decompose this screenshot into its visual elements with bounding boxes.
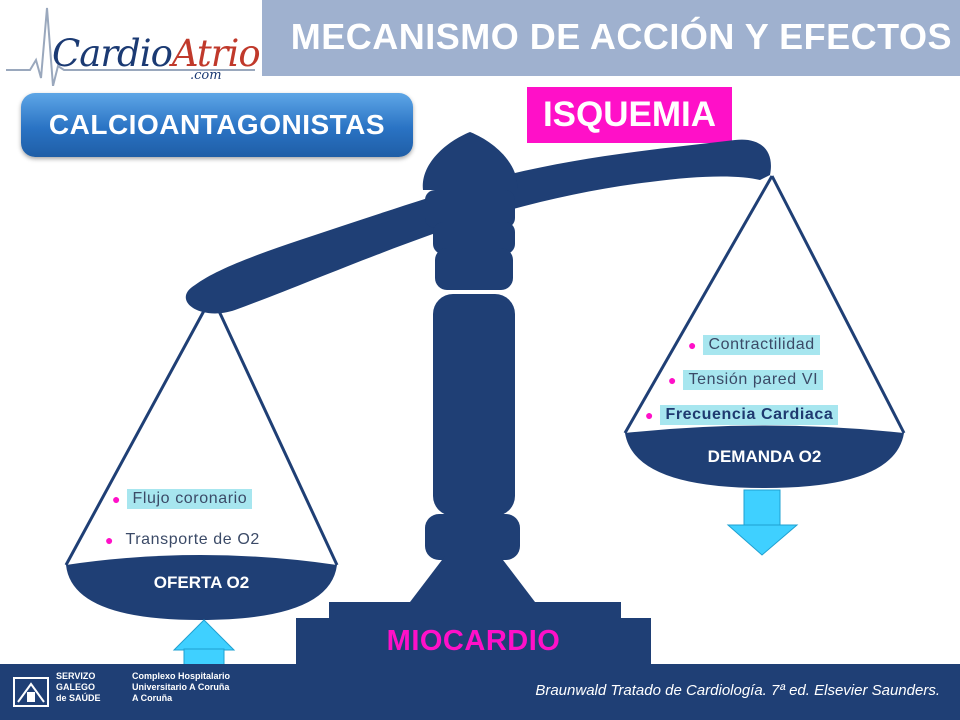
logo: CardioAtrio .com [0, 0, 262, 87]
heartbeat-logo-icon [6, 7, 255, 87]
scale-top-knob [422, 132, 518, 190]
scale-base-top [329, 602, 621, 620]
base-label: MIOCARDIO [386, 624, 561, 657]
bullet-icon: ● [645, 407, 654, 423]
list-item: ● Flujo coronario [112, 489, 253, 509]
bullet-icon: ● [688, 337, 697, 353]
right-pan-label: DEMANDA O2 [707, 447, 822, 466]
logo-domain: .com [190, 68, 222, 83]
hospital-name: Complexo Hospitalario Universitario A Co… [132, 671, 231, 703]
column-collar [425, 190, 515, 228]
column-collar [435, 248, 513, 290]
column-foot [410, 556, 535, 602]
condition-badge: ISQUEMIA [527, 87, 732, 143]
increase-arrow-icon [172, 619, 236, 666]
sergas-emblem-icon [13, 677, 49, 707]
sergas-name: SERVIZO GALEGO de SAÚDE [56, 671, 101, 703]
decrease-arrow-icon [726, 489, 799, 556]
bullet-icon: ● [668, 372, 677, 388]
list-item: ● Frecuencia Cardiaca [645, 405, 839, 425]
left-pan [66, 555, 337, 620]
left-pan-string [64, 295, 214, 566]
logo-wordmark: CardioAtrio [52, 32, 261, 75]
left-pan-label: OFERTA O2 [153, 573, 250, 592]
scale-beam [185, 139, 771, 314]
column-base-collar [425, 514, 520, 560]
bullet-icon: ● [112, 491, 121, 507]
reference-citation: Braunwald Tratado de Cardiología. 7ª ed.… [535, 682, 940, 699]
column-collar [433, 222, 515, 254]
scale-base [296, 618, 651, 664]
drug-class-badge: CALCIOANTAGONISTAS [21, 93, 413, 157]
page-title: MECANISMO DE ACCIÓN Y EFECTOS [290, 16, 952, 57]
left-pan-string [210, 295, 339, 566]
list-item: ● Contractilidad [688, 335, 820, 355]
right-pan-string [623, 175, 774, 434]
list-item: ● Tensión pared VI [668, 370, 824, 390]
scale-column [433, 294, 515, 516]
bullet-icon: ● [105, 532, 114, 548]
footer-band [0, 664, 960, 720]
right-pan [625, 425, 904, 488]
right-pan-string [770, 175, 906, 434]
list-item: ● Transporte de O2 [105, 531, 260, 548]
